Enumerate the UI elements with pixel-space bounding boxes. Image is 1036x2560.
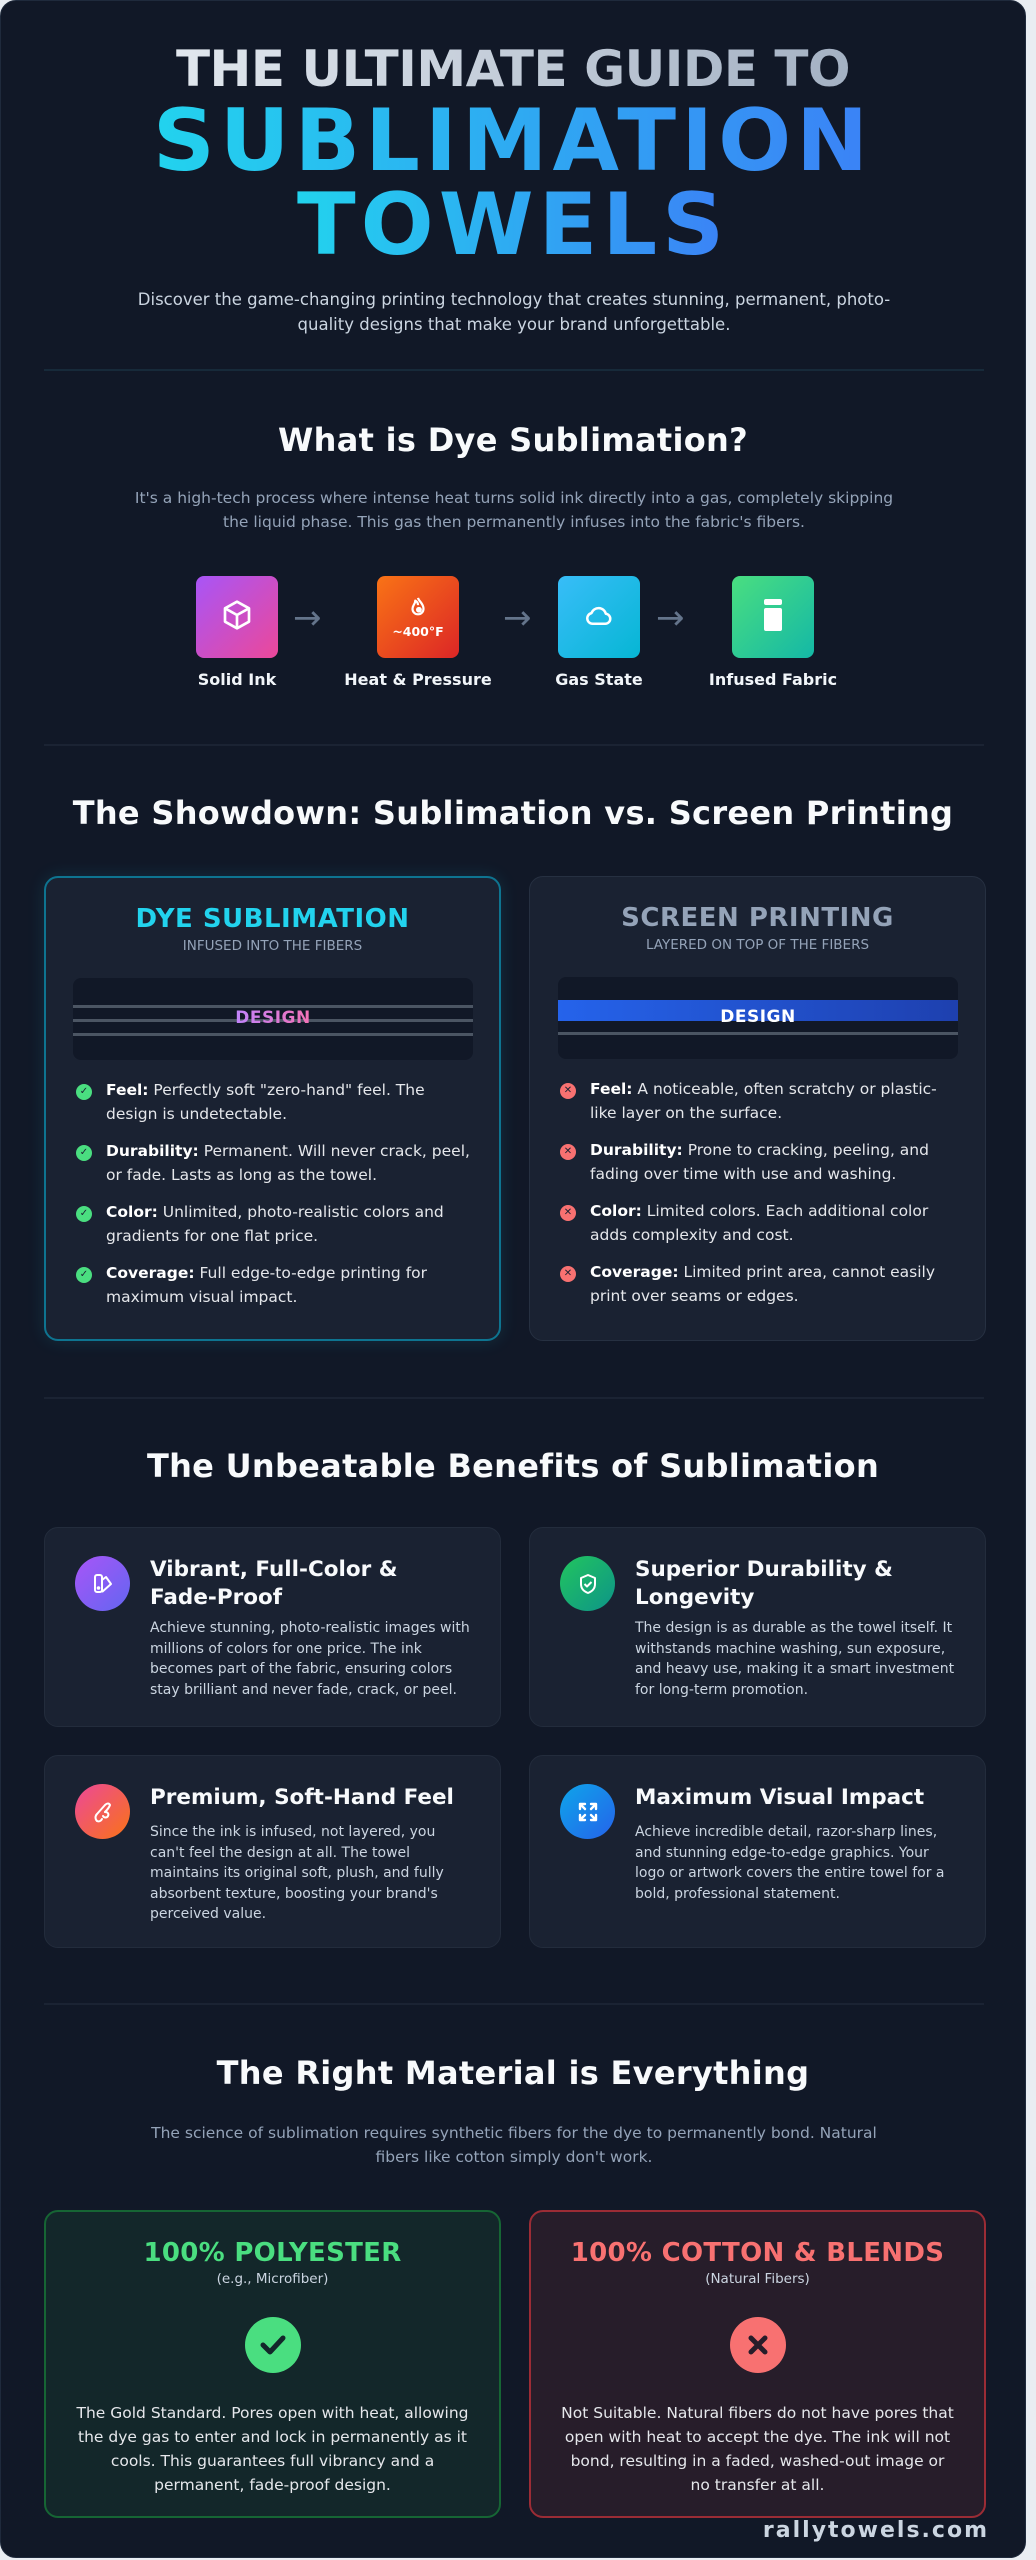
feature-item: ✕ Durability: Prone to cracking, peeling… xyxy=(558,1138,957,1186)
screen-printing-subtitle: LAYERED ON TOP OF THE FIBERS xyxy=(645,937,870,953)
sublimation-subtitle: INFUSED INTO THE FIBERS xyxy=(182,938,363,954)
cotton-subtitle: (Natural Fibers) xyxy=(705,2271,810,2287)
feather-hand-icon xyxy=(75,1784,130,1839)
x-circle-icon: ✕ xyxy=(560,1266,576,1282)
step-label: Heat & Pressure xyxy=(344,670,492,689)
benefit-card: Vibrant, Full-Color & Fade-Proof Achieve… xyxy=(44,1527,501,1727)
footer-brand: rallytowels.com xyxy=(762,2518,989,2543)
expand-arrows-icon xyxy=(560,1784,615,1839)
step-icon-box xyxy=(732,576,814,658)
benefit-title: Premium, Soft-Hand Feel xyxy=(150,1785,454,1810)
fiber-line xyxy=(73,1019,473,1022)
design-label: DESIGN xyxy=(720,1007,796,1027)
feature-item: ✓ Coverage: Full edge-to-edge printing f… xyxy=(74,1261,471,1309)
benefit-title: Vibrant, Full-Color & Fade-Proof xyxy=(150,1557,398,1610)
screen-printing-title: SCREEN PRINTING xyxy=(621,903,894,933)
feature-item: ✓ Durability: Permanent. Will never crac… xyxy=(74,1139,471,1187)
fiber-line xyxy=(73,1033,473,1036)
arrow-right-icon: → xyxy=(503,598,532,638)
screen-printing-card: SCREEN PRINTING LAYERED ON TOP OF THE FI… xyxy=(529,876,986,1341)
check-circle-icon: ✓ xyxy=(76,1145,92,1161)
x-circle-icon: ✕ xyxy=(560,1205,576,1221)
ink-layer xyxy=(558,1000,958,1021)
sublimation-title: DYE SUBLIMATION xyxy=(135,904,410,934)
material-title: The Right Material is Everything xyxy=(216,2054,810,2092)
polyester-text: The Gold Standard. Pores open with heat,… xyxy=(76,2404,469,2494)
polyester-title: 100% POLYESTER xyxy=(143,2238,402,2268)
polyester-card: 100% POLYESTER (e.g., Microfiber) The Go… xyxy=(44,2210,501,2518)
screen-printing-diagram: DESIGN xyxy=(558,977,958,1059)
cloud-icon xyxy=(582,600,616,634)
showdown-title: The Showdown: Sublimation vs. Screen Pri… xyxy=(72,794,954,832)
hero-title-line3: TOWELS xyxy=(296,175,730,275)
step-label: Solid Ink xyxy=(197,670,277,689)
temperature-label: ~400°F xyxy=(392,623,444,639)
hero-subtitle: Discover the game-changing printing tech… xyxy=(137,290,891,334)
section-divider xyxy=(44,2003,984,2005)
cotton-text: Not Suitable. Natural fibers do not have… xyxy=(561,2404,954,2494)
cube-icon xyxy=(221,599,253,635)
check-circle-icon: ✓ xyxy=(76,1084,92,1100)
sublimation-features: ✓ Feel: Perfectly soft "zero-hand" feel.… xyxy=(74,1078,471,1322)
benefit-text: Achieve stunning, photo-realistic images… xyxy=(150,1620,470,1698)
step-heat-pressure: ~400°F Heat & Pressure xyxy=(318,576,518,689)
process-steps: Solid Ink → ~400°F Heat & Pressure → Gas… xyxy=(1,576,1025,689)
hero-title-line1: THE ULTIMATE GUIDE TO xyxy=(1,39,1025,99)
x-circle-icon: ✕ xyxy=(560,1083,576,1099)
screen-printing-features: ✕ Feel: A noticeable, often scratchy or … xyxy=(558,1077,957,1321)
arrow-right-icon: → xyxy=(656,598,685,638)
x-circle-icon: ✕ xyxy=(560,1144,576,1160)
benefits-title: The Unbeatable Benefits of Sublimation xyxy=(146,1447,880,1485)
step-solid-ink: Solid Ink xyxy=(137,576,337,689)
step-infused-fabric: Infused Fabric xyxy=(673,576,873,689)
fire-icon xyxy=(407,596,429,622)
check-circle-icon: ✓ xyxy=(76,1267,92,1283)
check-circle-icon: ✓ xyxy=(76,1206,92,1222)
fabric-icon xyxy=(762,597,784,637)
section-divider xyxy=(44,1397,984,1399)
shield-check-icon xyxy=(560,1556,615,1611)
section-divider xyxy=(44,369,984,371)
what-is-title: What is Dye Sublimation? xyxy=(278,421,748,459)
hero-title-line2: SUBLIMATION xyxy=(152,91,874,191)
sublimation-diagram: DESIGN xyxy=(73,978,473,1060)
step-label: Gas State xyxy=(555,670,643,689)
arrow-right-icon: → xyxy=(293,598,322,638)
feature-item: ✕ Coverage: Limited print area, cannot e… xyxy=(558,1260,957,1308)
design-label: DESIGN xyxy=(235,1008,311,1028)
polyester-subtitle: (e.g., Microfiber) xyxy=(216,2271,329,2287)
x-circle-icon xyxy=(729,2317,786,2373)
material-description: The science of sublimation requires synt… xyxy=(151,2124,877,2166)
feature-item: ✕ Feel: A noticeable, often scratchy or … xyxy=(558,1077,957,1125)
cotton-title: 100% COTTON & BLENDS xyxy=(570,2238,945,2268)
benefit-card: Superior Durability & Longevity The desi… xyxy=(529,1527,986,1727)
cotton-card: 100% COTTON & BLENDS (Natural Fibers) No… xyxy=(529,2210,986,2518)
what-is-description: It's a high-tech process where intense h… xyxy=(134,489,894,531)
feature-item: ✕ Color: Limited colors. Each additional… xyxy=(558,1199,957,1247)
step-icon-box xyxy=(558,576,640,658)
fiber-line xyxy=(73,1005,473,1008)
section-divider xyxy=(44,744,984,746)
sublimation-card: DYE SUBLIMATION INFUSED INTO THE FIBERS … xyxy=(44,876,501,1341)
palette-swatch-icon xyxy=(75,1556,130,1611)
benefit-title: Maximum Visual Impact xyxy=(635,1785,925,1810)
step-icon-box: ~400°F xyxy=(377,576,459,658)
feature-item: ✓ Color: Unlimited, photo-realistic colo… xyxy=(74,1200,471,1248)
benefit-text: Achieve incredible detail, razor-sharp l… xyxy=(635,1824,945,1902)
step-icon-box xyxy=(196,576,278,658)
benefit-text: The design is as durable as the towel it… xyxy=(635,1620,955,1698)
step-gas-state: Gas State xyxy=(499,576,699,689)
benefit-card: Premium, Soft-Hand Feel Since the ink is… xyxy=(44,1755,501,1948)
benefit-text: Since the ink is infused, not layered, y… xyxy=(150,1824,444,1922)
feature-item: ✓ Feel: Perfectly soft "zero-hand" feel.… xyxy=(74,1078,471,1126)
check-circle-icon xyxy=(244,2317,301,2373)
benefit-card: Maximum Visual Impact Achieve incredible… xyxy=(529,1755,986,1948)
benefit-title: Superior Durability & Longevity xyxy=(635,1557,893,1610)
hero-title-main: SUBLIMATION TOWELS xyxy=(1,98,1025,268)
fiber-line xyxy=(558,1032,958,1035)
step-label: Infused Fabric xyxy=(708,670,838,689)
